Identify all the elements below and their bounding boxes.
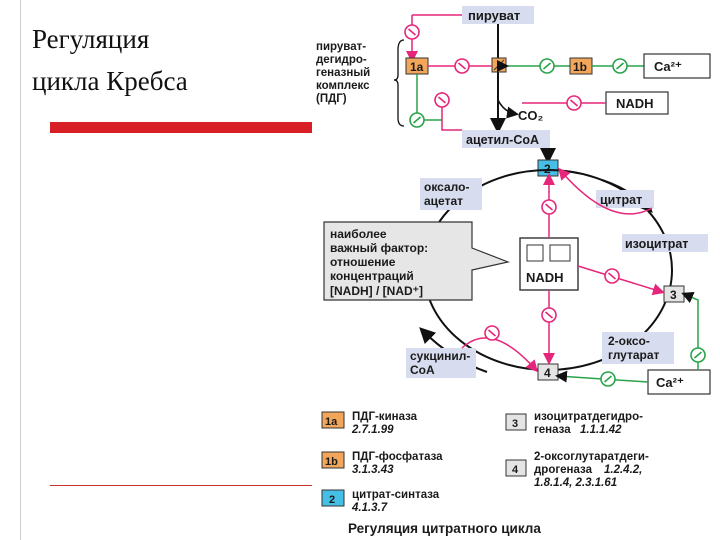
pdg-name-line5: (ПДГ) [316, 93, 347, 105]
co2-label: CO₂ [518, 108, 544, 123]
legend-1a-name: ПДГ-киназа [352, 411, 418, 423]
activation-icon [691, 348, 705, 362]
legend-2-name: цитрат-синтаза [352, 489, 440, 501]
factor-line1: наиболее [330, 227, 387, 241]
label-oksaloacetat-1: оксало- [424, 180, 469, 194]
ca-bottom-label: Ca²⁺ [656, 375, 684, 390]
center-nadh-label: NADH [526, 270, 564, 285]
inhibition-icon [435, 93, 449, 107]
pdg-name-line2: дегидро- [316, 54, 367, 66]
factor-line3: отношение [330, 255, 396, 269]
legend-1a-ec: 2.7.1.99 [351, 424, 394, 436]
legend-tag-2-label: 2 [329, 494, 335, 506]
label-oksaloacetat-2: ацетат [424, 194, 463, 208]
nadh-top-label: NADH [616, 96, 654, 111]
inhibition-icon [405, 25, 419, 39]
ca-top-label: Ca²⁺ [654, 59, 682, 74]
legend-tag-1a-label: 1a [325, 416, 338, 428]
label-oksoglutarat-2: глутарат [608, 348, 660, 362]
pdg-name-line4: комплекс [316, 80, 370, 92]
slide-title-line2: цикла Кребса [32, 60, 312, 102]
krebs-regulation-diagram: пируват пируват- дегидро- геназный компл… [312, 0, 720, 540]
tag-1a-label: 1a [410, 60, 424, 74]
pdg-name-line1: пируват- [316, 41, 366, 53]
legend-2-ec: 4.1.3.7 [351, 502, 388, 514]
pdg-name-line3: геназный [316, 67, 370, 79]
factor-line2: важный фактор: [330, 241, 428, 255]
inhibition-icon [567, 96, 581, 110]
legend-1b-name: ПДГ-фосфатаза [352, 451, 443, 463]
legend-tag-1b-label: 1b [325, 456, 338, 468]
slide-title-line1: Регуляция [32, 18, 312, 60]
activation-icon [540, 59, 554, 73]
footer-divider [50, 485, 316, 486]
title-underline-bar [50, 122, 316, 133]
label-sukcinil-1: сукцинил- [410, 349, 470, 363]
factor-line4: концентраций [330, 269, 414, 283]
legend-4-name: 2-оксоглутаратдеги- [534, 451, 649, 463]
tag-2-label: 2 [544, 162, 551, 176]
legend-3-name2: геназа [534, 424, 571, 436]
label-izocitrat: изоцитрат [625, 237, 688, 251]
label-acetylcoa: ацетил-CoA [466, 133, 539, 147]
inhibition-icon [542, 308, 556, 322]
legend-3-ec: 1.1.1.42 [580, 424, 622, 436]
activation-icon [613, 59, 627, 73]
diagram-caption: Регуляция цитратного цикла [348, 521, 541, 536]
activation-icon [601, 372, 615, 386]
label-oksoglutarat-1: 2-оксо- [608, 334, 650, 348]
inhibition-icon [485, 326, 499, 340]
label-sukcinil-2: CoA [410, 363, 435, 377]
legend-tag-4-label: 4 [512, 464, 519, 476]
legend-4-ec: 1.2.4.2, [604, 464, 642, 476]
legend-tag-3-label: 3 [512, 418, 518, 430]
legend-4-name2: дрогеназа [534, 464, 593, 476]
activation-icon [410, 113, 424, 127]
legend-1b-ec: 3.1.3.43 [352, 464, 394, 476]
tag-4-label: 4 [544, 366, 551, 380]
label-piruvat: пируват [468, 8, 520, 23]
slide-left-border [20, 0, 21, 540]
inhibition-icon [542, 200, 556, 214]
inhibition-icon [455, 59, 469, 73]
label-citrat: цитрат [600, 193, 642, 207]
slide-title: Регуляция цикла Кребса [32, 18, 312, 102]
legend-4-ec2: 1.8.1.4, 2.3.1.61 [534, 477, 617, 489]
legend-3-name: изоцитратдегидро- [534, 411, 643, 423]
factor-line5: [NADH] / [NAD⁺] [330, 284, 423, 298]
tag-3-label: 3 [670, 288, 677, 302]
tag-1b-label: 1b [573, 60, 587, 74]
inhibition-icon [605, 269, 619, 283]
